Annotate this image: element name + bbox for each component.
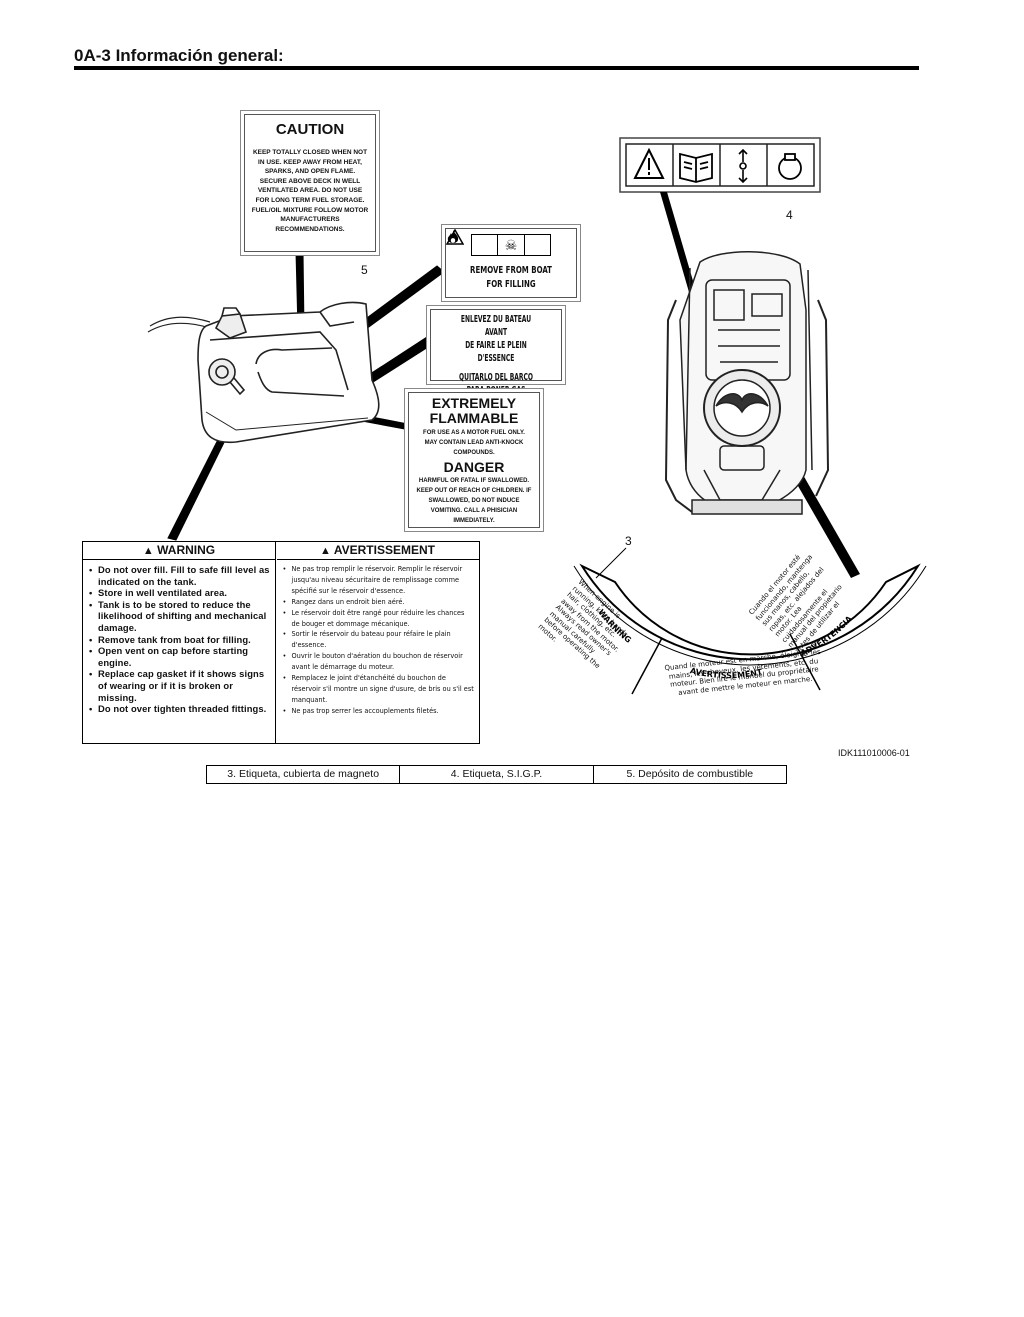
warning-fr-column: ▲ AVERTISSEMENT Ne pas trop remplir le r… [276, 542, 479, 743]
flammable-title2: FLAMMABLE [429, 410, 519, 426]
up-down-arrow-icon [738, 148, 748, 184]
flame-icon [447, 230, 550, 255]
list-item: Store in well ventilated area. [88, 587, 271, 599]
skull-crossbones-icon: ☠ [498, 235, 525, 255]
hazard-icons: ☠ [446, 229, 576, 256]
remove-label-line1: REMOVE FROM BOAT [470, 265, 552, 276]
flammable-body2: HARMFUL OR FATAL IF SWALLOWED. KEEP OUT … [416, 478, 532, 524]
list-item: Replace cap gasket if it shows signs of … [88, 668, 271, 703]
warning-triangle-icon [633, 147, 665, 179]
warning-fr-list: Ne pas trop remplir le réservoir. Rempli… [277, 564, 479, 717]
warning-triangle-icon [446, 229, 499, 255]
multilang-label: ENLEVEZ DU BATEAU AVANT DE FAIRE LE PLEI… [430, 309, 562, 396]
list-item: Le réservoir doit être rangé pour réduir… [282, 608, 475, 630]
remove-from-boat-label: ☠ REMOVE FROM BOAT FOR FILLING [445, 228, 577, 298]
caution-label: CAUTION KEEP TOTALLY CLOSED WHEN NOT IN … [244, 114, 376, 252]
list-item: Remove tank from boat for filling. [88, 634, 271, 646]
warning-en-title: WARNING [157, 543, 216, 557]
list-item: Do not over fill. Fill to safe fill leve… [88, 564, 271, 587]
warning-triangle-icon: ▲ [142, 545, 154, 557]
outboard-motor-drawing [664, 251, 830, 515]
flammable-body1: FOR USE AS A MOTOR FUEL ONLY. MAY CONTAI… [423, 430, 525, 456]
warning-en-column: ▲ WARNING Do not over fill. Fill to safe… [83, 542, 276, 743]
list-item: Tank is to be stored to reduce the likel… [88, 599, 271, 634]
multilang-line3: QUITARLO DEL BARCO [459, 372, 533, 383]
list-item: Rangez dans un endroit bien aéré. [282, 597, 475, 608]
legend-item-5: 5. Depósito de combustible [626, 768, 754, 780]
legend-item-3: 3. Etiqueta, cubierta de magneto [207, 766, 401, 783]
flammable-label: EXTREMELY FLAMMABLE FOR USE AS A MOTOR F… [408, 392, 540, 528]
figure-reference: IDK111010006-01 [838, 748, 910, 758]
danger-title: DANGER [443, 459, 505, 475]
multilang-line2: DE FAIRE LE PLEIN D'ESSENCE [465, 340, 527, 364]
header-rule [74, 66, 919, 70]
multilang-line1: ENLEVEZ DU BATEAU AVANT [460, 314, 532, 338]
list-item: Sortir le réservoir du bateau pour réfai… [282, 629, 475, 651]
multilang-line4: PARA PONER GAS [466, 385, 526, 396]
caution-title: CAUTION [275, 121, 345, 138]
warning-en-header: ▲ WARNING [83, 542, 275, 560]
callout-3: 3 [625, 534, 632, 548]
sigp-icon-strip [619, 137, 821, 193]
page-header: 0A-3 Información general: [74, 46, 284, 65]
list-item: Remplacez le joint d'étanchéité du bouch… [282, 673, 475, 706]
caution-body: KEEP TOTALLY CLOSED WHEN NOT IN USE. KEE… [251, 149, 369, 233]
callout-4: 4 [786, 208, 793, 222]
remove-label-line2: FOR FILLING [486, 279, 536, 290]
list-item: Do not over tighten threaded fittings. [88, 703, 271, 715]
warning-box: ▲ WARNING Do not over fill. Fill to safe… [82, 541, 480, 744]
warning-en-list: Do not over fill. Fill to safe fill leve… [83, 564, 275, 715]
magneto-arc-label-shape [573, 547, 927, 695]
list-item: Open vent on cap before starting engine. [88, 645, 271, 668]
legend-table: 3. Etiqueta, cubierta de magneto 4. Etiq… [206, 765, 787, 784]
warning-fr-title: AVERTISSEMENT [333, 543, 435, 557]
warning-fr-header: ▲ AVERTISSEMENT [276, 542, 479, 560]
list-item: Ne pas trop remplir le réservoir. Rempli… [282, 564, 475, 597]
warning-triangle-icon: ▲ [320, 545, 331, 557]
legend-item-4: 4. Etiqueta, S.I.G.P. [400, 766, 594, 783]
flammable-title1: EXTREMELY [431, 395, 517, 411]
list-item: Ne pas trop serrer les accouplements fil… [282, 706, 475, 717]
list-item: Ouvrir le bouton d'aération du bouchon d… [282, 651, 475, 673]
read-manual-book-icon [679, 152, 713, 183]
fuel-tank-drawing [147, 301, 380, 444]
callout-5: 5 [361, 263, 368, 277]
fuel-cap-icon [778, 153, 802, 180]
